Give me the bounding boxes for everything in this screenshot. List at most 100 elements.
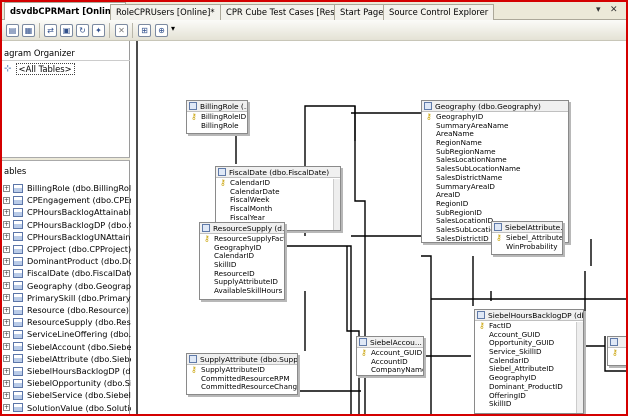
table-list-item[interactable]: + PrimarySkill (dbo.PrimarySkil bbox=[2, 292, 145, 304]
expand-icon[interactable]: + bbox=[3, 221, 10, 229]
expand-icon[interactable]: + bbox=[3, 282, 10, 290]
entity-column: Account_GUID bbox=[359, 348, 423, 358]
add-table-icon[interactable]: ▤ bbox=[6, 24, 19, 37]
table-list-item[interactable]: + CPHoursBacklogDP (dbo.CP bbox=[2, 219, 140, 231]
tab-start-page[interactable]: Start Page bbox=[334, 4, 390, 20]
entity-column: RegionID bbox=[436, 198, 469, 208]
table-list-item[interactable]: +SiebelAttribute (dbo.SiebelA bbox=[2, 353, 142, 365]
tab-list-dropdown-icon[interactable]: ▾ bbox=[596, 5, 601, 15]
expand-icon[interactable]: + bbox=[3, 318, 10, 326]
table-icon bbox=[13, 207, 23, 217]
divider bbox=[2, 60, 130, 61]
expand-icon[interactable]: + bbox=[3, 257, 10, 265]
entity-column: SubRegionID bbox=[436, 207, 482, 217]
table-list-item[interactable]: + CPEngagement (dbo.CPEng bbox=[2, 194, 140, 206]
table-list-item[interactable]: +DominantProduct (dbo.Domi bbox=[2, 255, 143, 267]
entity-siebelaccount[interactable]: SiebelAccou... Account_GUIDAccountIDComp… bbox=[356, 336, 424, 376]
expand-icon[interactable]: + bbox=[3, 184, 10, 192]
entity-billingrole[interactable]: BillingRole (... BillingRoleIDBillingRol… bbox=[186, 100, 248, 134]
expand-icon[interactable]: + bbox=[3, 208, 10, 216]
table-list-item[interactable]: +SiebelAccount (dbo.SiebelA bbox=[2, 341, 139, 353]
tab-dsvdbcprmart[interactable]: dsvdbCPRMart [Online] bbox=[4, 2, 127, 20]
expand-icon[interactable]: + bbox=[3, 404, 10, 412]
show-tables-icon[interactable]: ▣ bbox=[60, 24, 73, 37]
expand-icon[interactable]: + bbox=[3, 233, 10, 241]
entity-column bbox=[610, 349, 626, 358]
expand-icon[interactable]: + bbox=[3, 343, 10, 351]
expand-icon[interactable]: + bbox=[3, 196, 10, 204]
entity-scrollbar[interactable] bbox=[576, 322, 583, 413]
entity-partial[interactable] bbox=[607, 336, 626, 366]
find-table-icon[interactable]: ⊞ bbox=[138, 24, 151, 37]
table-list-item[interactable]: +CPHoursBacklogUNAttainabl bbox=[2, 231, 143, 243]
table-list-item[interactable]: + SiebelHoursBacklogDP (dbo. bbox=[2, 365, 143, 377]
expand-icon[interactable]: + bbox=[3, 367, 10, 375]
entity-geography[interactable]: Geography (dbo.Geography) GeographyIDSum… bbox=[421, 100, 569, 243]
refresh-icon[interactable]: ↻ bbox=[76, 24, 89, 37]
expand-icon[interactable]: + bbox=[3, 355, 10, 363]
expand-icon[interactable]: + bbox=[3, 379, 10, 387]
pane-splitter[interactable] bbox=[2, 157, 130, 161]
entity-column: RegionName bbox=[436, 138, 482, 148]
table-list-item[interactable]: + SiebelOpportunity (dbo.Sieb bbox=[2, 377, 143, 389]
entity-supplyattribute[interactable]: SupplyAttribute (dbo.Suppl... SupplyAttr… bbox=[186, 353, 298, 395]
table-list-label: CPEngagement (dbo.CPEng bbox=[27, 195, 140, 206]
entity-scrollbar[interactable] bbox=[333, 179, 340, 230]
table-list-item[interactable]: +FiscalDate (dbo.FiscalDate) bbox=[2, 267, 138, 279]
table-list-label: CPHoursBacklogAttainable ( bbox=[27, 207, 142, 218]
table-list-item[interactable]: +ResourceSupply (dbo.Resou bbox=[2, 316, 141, 328]
table-list-label: SiebelHoursBacklogDP (dbo. bbox=[27, 366, 144, 377]
table-list-item[interactable]: +BillingRole (dbo.BillingRole) bbox=[2, 182, 139, 194]
entity-header: ResourceSupply (d... bbox=[200, 223, 284, 234]
table-list-label: SiebelOpportunity (dbo.Sieb bbox=[27, 378, 143, 389]
zoom-icon[interactable]: ⊕ bbox=[155, 24, 168, 37]
table-list-item[interactable]: + CPHoursBacklogAttainable ( bbox=[2, 206, 142, 218]
delete-icon[interactable]: ✕ bbox=[115, 24, 128, 37]
table-icon bbox=[13, 366, 23, 376]
diagram-canvas[interactable]: BillingRole (... BillingRoleIDBillingRol… bbox=[131, 41, 626, 414]
new-icon[interactable]: ✦ bbox=[92, 24, 105, 37]
entity-column: FiscalWeek bbox=[230, 195, 270, 205]
relationship-line bbox=[604, 336, 626, 372]
entity-column: SalesLocationID bbox=[436, 216, 494, 226]
expand-icon[interactable]: + bbox=[3, 269, 10, 277]
entity-column: AreaID bbox=[436, 190, 461, 200]
entity-column: SummaryAreaName bbox=[436, 120, 509, 130]
close-icon[interactable]: ✕ bbox=[610, 5, 618, 15]
zoom-dropdown-icon[interactable]: ▾ bbox=[171, 24, 176, 33]
relationship-line bbox=[304, 105, 356, 164]
entity-siebelhoursbacklogdp[interactable]: SiebelHoursBacklogDP (db... FactIDAccoun… bbox=[474, 309, 584, 414]
table-list-label: CPHoursBacklogDP (dbo.CP bbox=[27, 219, 140, 230]
table-list-item[interactable]: +Resource (dbo.Resource) bbox=[2, 304, 130, 316]
table-list-item[interactable]: +SolutionValue (dbo.Solution bbox=[2, 402, 140, 414]
table-list-item[interactable]: +SiebelService (dbo.SiebelSe bbox=[2, 389, 141, 401]
table-list-label: PrimarySkill (dbo.PrimarySkil bbox=[27, 292, 146, 303]
add-relationship-icon[interactable]: ⇄ bbox=[44, 24, 57, 37]
table-list-label: CPProject (dbo.CPProject) bbox=[27, 244, 132, 255]
entity-header: Geography (dbo.Geography) bbox=[422, 101, 568, 112]
table-list-item[interactable]: +ServiceLineOffering (dbo.Se bbox=[2, 328, 141, 340]
entity-resourcesupply[interactable]: ResourceSupply (d... ResourceSupplyFactI… bbox=[199, 222, 285, 300]
table-icon bbox=[13, 317, 23, 327]
table-icon bbox=[189, 102, 197, 110]
expand-icon[interactable]: + bbox=[3, 391, 10, 399]
expand-icon[interactable]: + bbox=[3, 294, 10, 302]
table-icon bbox=[610, 338, 618, 346]
table-list-item[interactable]: + Geography (dbo.Geography bbox=[2, 280, 141, 292]
expand-icon[interactable]: + bbox=[3, 245, 10, 253]
diagram-all-tables[interactable]: ⊹ <All Tables> bbox=[4, 62, 75, 76]
table-list-label: Geography (dbo.Geography bbox=[27, 280, 142, 291]
entity-siebelattribute[interactable]: SiebelAttribute... Siebel_Attribute...Wi… bbox=[491, 221, 563, 255]
entity-fiscaldate[interactable]: FiscalDate (dbo.FiscalDate) CalendarIDCa… bbox=[215, 166, 341, 231]
entity-column: AccountID bbox=[371, 356, 408, 366]
expand-icon[interactable]: + bbox=[3, 306, 10, 314]
entity-header bbox=[608, 337, 626, 348]
tab-source-control-explorer[interactable]: Source Control Explorer bbox=[383, 4, 495, 20]
table-list-item[interactable]: + CPProject (dbo.CPProject) bbox=[2, 243, 132, 255]
tab-rolecprusers[interactable]: RoleCPRUsers [Online]* bbox=[110, 4, 221, 20]
new-named-query-icon[interactable]: ▦ bbox=[22, 24, 35, 37]
entity-column: SupplyAttributeID bbox=[214, 277, 278, 287]
entity-title: SupplyAttribute (dbo.Suppl... bbox=[200, 354, 298, 364]
expand-icon[interactable]: + bbox=[3, 330, 10, 338]
